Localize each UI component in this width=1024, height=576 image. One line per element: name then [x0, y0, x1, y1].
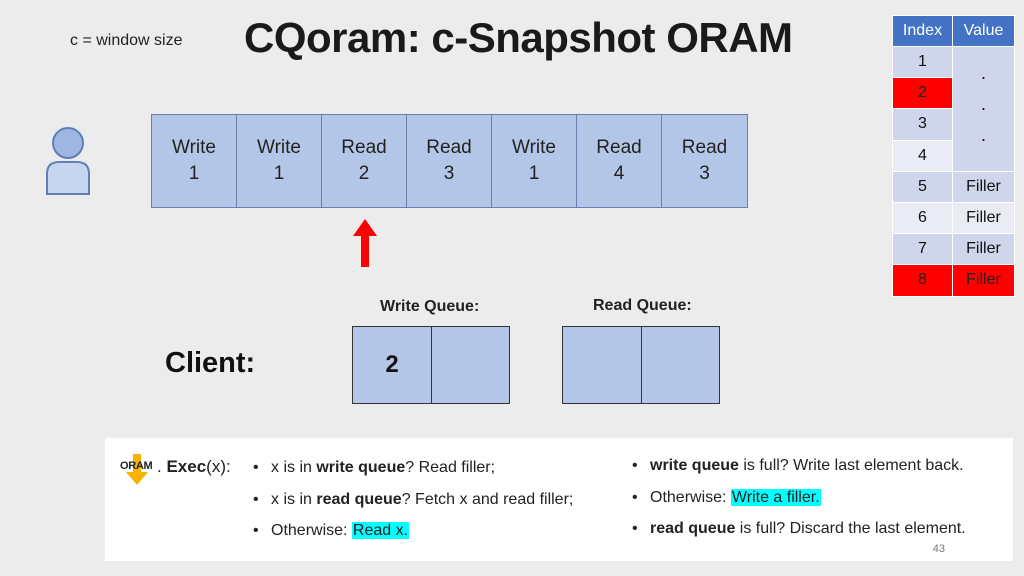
request-op: Read: [596, 137, 642, 158]
list-item: x is in read queue? Fetch x and read fil…: [253, 489, 573, 521]
index-cell: 5: [892, 170, 953, 203]
oram-label: ORAM: [120, 460, 153, 472]
list-item: Otherwise: Read x.: [253, 520, 573, 552]
write-queue-label: Write Queue:: [380, 298, 480, 315]
read-queue-label: Read Queue:: [593, 297, 692, 314]
exec-signature: . Exec(x):: [157, 457, 231, 477]
request-sequence: Write 1 Write 1 Read 2 Read 3 Write 1 Re…: [151, 114, 748, 208]
table-row: 4: [892, 139, 1015, 172]
algorithm-panel: ORAM . Exec(x): x is in write queue? Rea…: [105, 438, 1013, 561]
index-cell: 7: [892, 233, 953, 266]
read-queue: [562, 326, 720, 404]
write-queue-slot: [431, 327, 509, 403]
list-item: x is in write queue? Read filler;: [253, 457, 573, 489]
request-index: 3: [443, 163, 455, 184]
request-index: 1: [273, 163, 285, 184]
request-index: 4: [613, 163, 625, 184]
value-cell-highlighted: Filler: [952, 264, 1015, 297]
request-cell: Write 1: [492, 115, 577, 207]
table-row: 6 Filler: [892, 201, 1015, 235]
request-cell: Read 3: [407, 115, 492, 207]
bullet-text: Otherwise:: [271, 522, 352, 539]
read-queue-slot: [641, 327, 719, 403]
exec-prefix: .: [157, 457, 167, 476]
value-dots-cell: · · ·: [952, 46, 1015, 172]
bullet-text: x is in: [271, 459, 317, 476]
table-row: 3: [892, 108, 1015, 141]
request-index: 1: [188, 163, 200, 184]
dot: ·: [980, 98, 987, 119]
table-row: 5 Filler: [892, 170, 1015, 203]
read-queue-slot: [563, 327, 641, 403]
bullet-bold: read queue: [316, 490, 402, 508]
request-op: Read: [341, 137, 387, 158]
current-request-arrow-icon: [353, 219, 377, 267]
request-op: Write: [512, 137, 556, 158]
request-index: 3: [699, 163, 710, 184]
request-op: Read: [681, 137, 728, 158]
request-op: Write: [172, 137, 216, 158]
table-row: 2: [892, 77, 1015, 110]
request-cell: Read 4: [577, 115, 662, 207]
index-cell-highlighted: 2: [892, 77, 953, 110]
request-op: Write: [257, 137, 301, 158]
request-op: Read: [426, 137, 472, 158]
list-item: Otherwise: Write a filler.: [632, 487, 966, 519]
bullet-text: x is in: [271, 490, 317, 508]
table-row: 8 Filler: [892, 264, 1015, 297]
dot: ·: [980, 129, 987, 150]
dot: ·: [980, 67, 987, 88]
value-cell: Filler: [952, 201, 1015, 235]
oram-table-header: Index Value: [892, 15, 1015, 47]
request-cell: Read 2: [322, 115, 407, 207]
request-index: 1: [528, 163, 540, 184]
client-label: Client:: [165, 347, 256, 379]
index-cell: 4: [892, 139, 953, 172]
bullet-highlight: Write a filler.: [730, 488, 821, 506]
bullet-bold: read queue: [650, 520, 736, 537]
list-item: write queue is full? Write last element …: [632, 455, 966, 487]
slide-title: CQoram: c-Snapshot ORAM: [244, 14, 793, 61]
write-queue: 2: [352, 326, 510, 404]
exec-name: Exec: [166, 457, 207, 476]
bullet-text: is full? Write last element back.: [738, 457, 964, 474]
request-index: 2: [358, 163, 370, 184]
bullet-text: ? Read filler;: [405, 459, 496, 476]
bullet-bold: write queue: [316, 459, 406, 476]
index-cell: 1: [892, 45, 953, 79]
request-cell: Read 3: [662, 115, 747, 207]
oram-table: Index Value 1 · · · 2 3 4 5 Filler 6 Fil…: [892, 15, 1015, 297]
oram-down-arrow-icon: [126, 454, 148, 485]
window-size-note: c = window size: [70, 32, 183, 49]
bullet-bold: write queue: [650, 457, 739, 474]
bullet-text: is full? Discard the last element.: [735, 520, 966, 537]
index-cell: 3: [892, 108, 953, 141]
page-number: 43: [932, 543, 945, 555]
index-cell-highlighted: 8: [892, 264, 953, 297]
bullet-highlight: Read x.: [351, 522, 410, 539]
bullet-text: Otherwise:: [650, 488, 731, 506]
bullet-text: ? Fetch x and read filler;: [401, 490, 574, 508]
index-cell: 6: [892, 201, 953, 235]
write-queue-slot: 2: [353, 327, 431, 403]
value-header: Value: [952, 15, 1015, 47]
value-cell: Filler: [952, 233, 1015, 266]
exec-conditions-list: x is in write queue? Read filler; x is i…: [253, 457, 573, 552]
table-row: 1 · · ·: [892, 45, 1015, 172]
table-row: 7 Filler: [892, 233, 1015, 266]
index-header: Index: [892, 15, 953, 47]
list-item: read queue is full? Discard the last ele…: [632, 518, 966, 550]
user-icon: [46, 127, 90, 195]
exec-args: (x):: [206, 457, 231, 476]
queue-rules-list: write queue is full? Write last element …: [632, 455, 966, 550]
value-cell: Filler: [952, 170, 1015, 203]
request-cell: Write 1: [237, 115, 322, 207]
request-cell: Write 1: [152, 115, 237, 207]
